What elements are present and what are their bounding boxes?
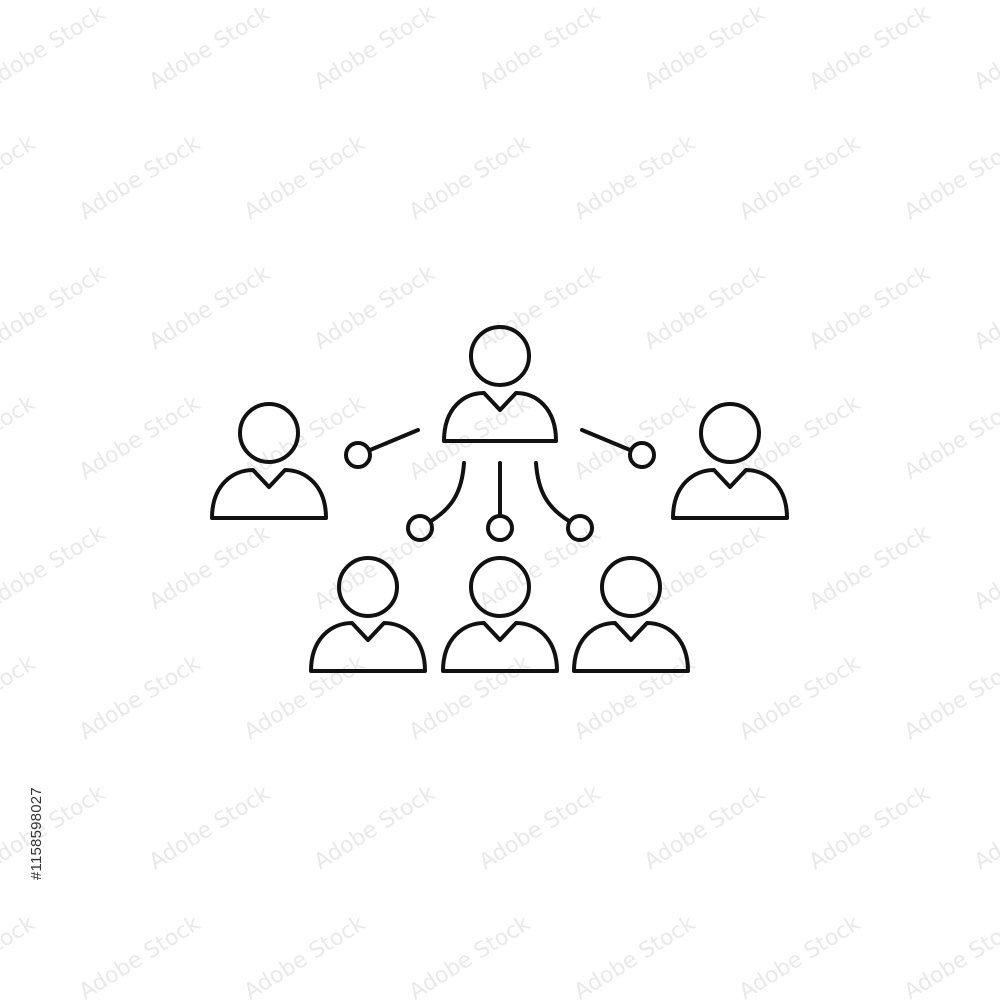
connector-bottom-right [534, 461, 594, 542]
connector-left [344, 428, 420, 469]
connector-node-icon [566, 514, 594, 542]
person-head-icon [699, 402, 761, 464]
person-body-icon [441, 621, 559, 673]
connector-line [534, 461, 571, 523]
person-body-icon [210, 468, 328, 520]
connector-bottom-left [406, 461, 466, 542]
person-left [210, 402, 328, 520]
person-body-icon [671, 468, 789, 520]
connector-node-icon [486, 514, 514, 542]
connector-right [580, 428, 656, 469]
connector-node-icon [406, 514, 434, 542]
person-body-icon [572, 621, 690, 673]
person-head-icon [469, 556, 531, 618]
connector-line [580, 428, 632, 452]
connector-line [368, 428, 420, 452]
person-head-icon [469, 325, 531, 387]
person-head-icon [600, 556, 662, 618]
person-top-center [442, 325, 558, 443]
connector-line [429, 461, 466, 523]
person-body-icon [309, 621, 427, 673]
person-body-icon [442, 391, 558, 443]
person-bottom-center [441, 556, 559, 673]
connector-bottom-center [486, 461, 514, 542]
person-bottom-right [572, 556, 690, 673]
person-head-icon [238, 402, 300, 464]
connector-node-icon [628, 441, 656, 469]
person-head-icon [337, 556, 399, 618]
person-right [671, 402, 789, 520]
person-bottom-left [309, 556, 427, 673]
stock-id-caption: #1158598027 [28, 787, 45, 880]
connector-node-icon [344, 441, 372, 469]
